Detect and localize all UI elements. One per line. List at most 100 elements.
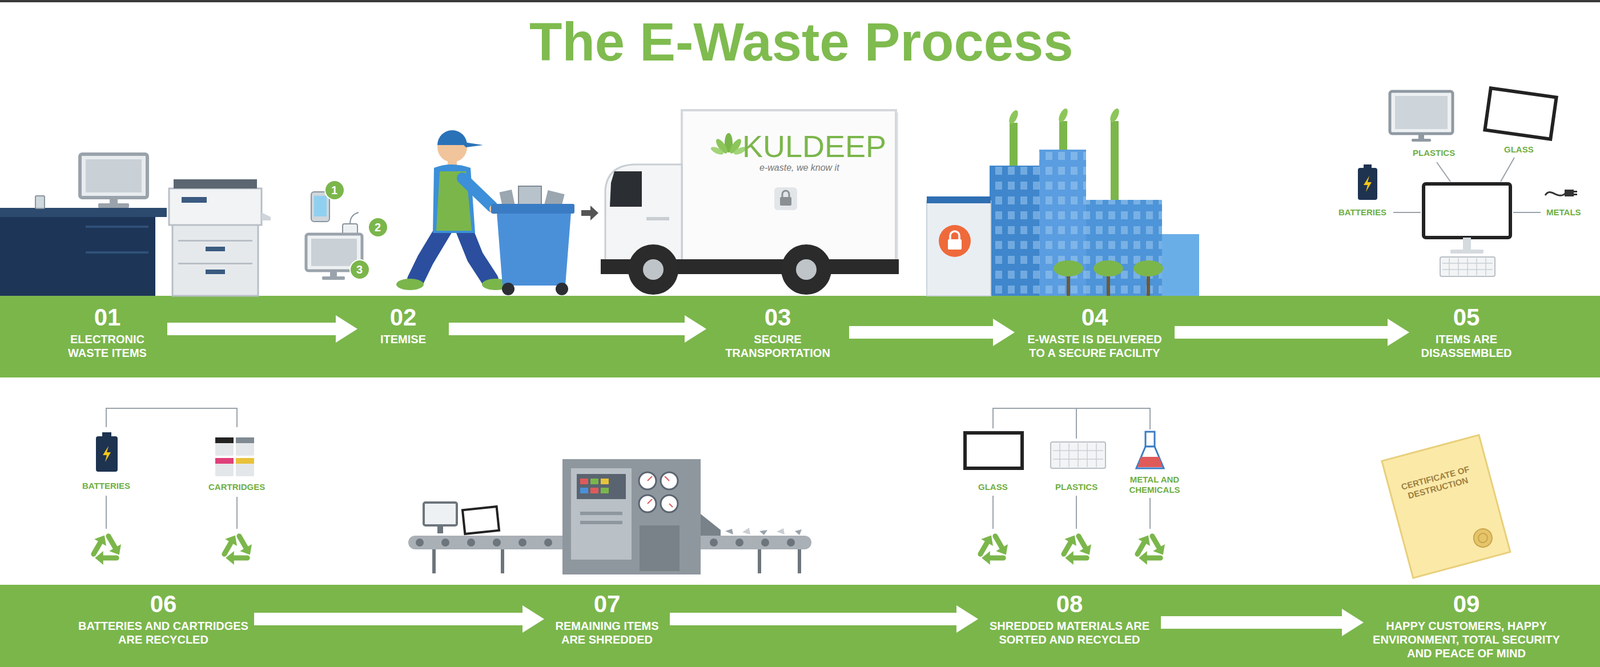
- worker-figure: [396, 278, 424, 291]
- step-number: 08: [983, 591, 1156, 617]
- step-box: 09HAPPY CUSTOMERS, HAPPY ENVIRONMENT, TO…: [1363, 588, 1570, 664]
- secure-facility: [926, 107, 1200, 296]
- disassembled-parts: [1442, 258, 1493, 276]
- disassembled-parts: [1411, 138, 1431, 142]
- step-box: 05ITEMS ARE DISASSEMBLED: [1409, 301, 1524, 364]
- batteries-cartridges: [235, 437, 255, 444]
- step-label: ITEMISE: [363, 332, 444, 347]
- office-desk: [85, 225, 149, 228]
- waste-bin: [581, 205, 599, 221]
- part-label: CARTRIDGES: [208, 481, 265, 493]
- step-label: HAPPY CUSTOMERS, HAPPY ENVIRONMENT, TOTA…: [1369, 618, 1564, 661]
- sorted-materials: [1131, 533, 1165, 569]
- itemised-devices: [368, 217, 388, 237]
- shredder-machine: [786, 538, 795, 547]
- itemised-devices: [324, 180, 345, 200]
- top-edge-line: [0, 0, 1600, 3]
- itemised-devices: [322, 276, 345, 280]
- batteries-cartridges: [87, 533, 122, 569]
- shredder-machine: [580, 520, 623, 525]
- shredder-machine: [700, 513, 721, 536]
- flow-arrow: [849, 318, 1015, 347]
- shredder-machine: [735, 538, 744, 547]
- itemised-devices: [314, 195, 327, 217]
- secure-truck: [781, 244, 832, 295]
- shredder-machine: [580, 487, 589, 494]
- step-number: 02: [363, 304, 444, 331]
- copier: [172, 223, 259, 296]
- disassembled-parts: [1462, 237, 1471, 251]
- callout-number: 3: [356, 262, 363, 277]
- secure-truck: [642, 259, 664, 280]
- step-box: 08SHREDDED MATERIALS ARE SORTED AND RECY…: [978, 588, 1161, 650]
- secure-facility: [1009, 122, 1018, 169]
- waste-bin: [491, 186, 599, 296]
- batteries-cartridges: [218, 533, 252, 569]
- itemised-devices: [350, 259, 370, 280]
- secure-truck: [628, 244, 679, 295]
- copier: [178, 239, 253, 242]
- callout-number: 1: [331, 183, 338, 198]
- disassembled-parts: [1393, 211, 1421, 213]
- copier: [169, 179, 271, 296]
- disassembled-parts: [1513, 211, 1541, 213]
- copier: [169, 188, 262, 225]
- secure-truck: [609, 171, 642, 207]
- shredder-machine: [590, 487, 599, 494]
- part-label: METAL AND CHEMICALS: [1123, 474, 1187, 496]
- sorted-materials: [974, 533, 1008, 569]
- shredder-machine: [590, 478, 599, 485]
- shredder-machine: [794, 529, 802, 536]
- step-number: 09: [1369, 591, 1564, 617]
- secure-truck: [782, 190, 790, 198]
- disassembled-parts: [1395, 95, 1448, 130]
- callout-number: 2: [374, 220, 381, 235]
- step-number: 06: [78, 591, 249, 617]
- secure-facility: [1053, 260, 1084, 277]
- shredder-machine: [423, 502, 457, 526]
- part-label: GLASS: [1504, 144, 1534, 155]
- shredder-machine: [492, 538, 501, 547]
- part-label: GLASS: [978, 481, 1008, 493]
- step-label: REMAINING ITEMS ARE SHREDDED: [549, 618, 665, 647]
- worker-figure: [463, 228, 490, 280]
- shredder-machine: [462, 506, 500, 534]
- batteries-cartridges: [102, 432, 112, 437]
- secure-truck: [796, 259, 817, 280]
- disassembled-parts: [1450, 249, 1484, 254]
- shredder-machine: [408, 459, 812, 575]
- company-logo: KULDEEP: [742, 127, 887, 166]
- itemised-devices: [350, 212, 359, 224]
- step-box: 02ITEMISE: [357, 301, 449, 350]
- waste-bin: [555, 282, 569, 296]
- certificate: [1477, 532, 1489, 544]
- shredder-machine: [761, 538, 770, 547]
- part-label: BATTERIES: [1338, 207, 1387, 218]
- disassembled-parts: [1389, 91, 1453, 134]
- secure-truck: [709, 145, 725, 156]
- disassembled-parts: [1436, 162, 1451, 182]
- batteries-cartridges: [215, 437, 234, 456]
- secure-truck: [774, 187, 798, 211]
- step-label: ITEMS ARE DISASSEMBLED: [1414, 332, 1518, 360]
- batteries-cartridges: [106, 495, 237, 529]
- disassembled-parts: [1357, 87, 1578, 277]
- secure-facility: [938, 224, 971, 257]
- copier: [173, 179, 257, 189]
- part-label: METALS: [1546, 207, 1582, 218]
- step-number: 01: [53, 304, 162, 331]
- flow-arrow: [167, 315, 358, 343]
- secure-truck: [600, 110, 899, 295]
- shredder-machine: [415, 538, 424, 547]
- shredder-machine: [600, 487, 609, 494]
- secure-facility: [1056, 107, 1070, 124]
- step-number: 03: [712, 304, 844, 331]
- secure-facility: [1093, 260, 1124, 277]
- shredder-machine: [742, 527, 751, 535]
- logo-tagline: e-waste, we know it: [759, 162, 840, 174]
- shredder-machine: [467, 538, 476, 547]
- certificate: [1471, 526, 1494, 549]
- shredder-machine: [576, 473, 626, 500]
- step-label: E-WASTE IS DELIVERED TO A SECURE FACILIT…: [1020, 332, 1169, 360]
